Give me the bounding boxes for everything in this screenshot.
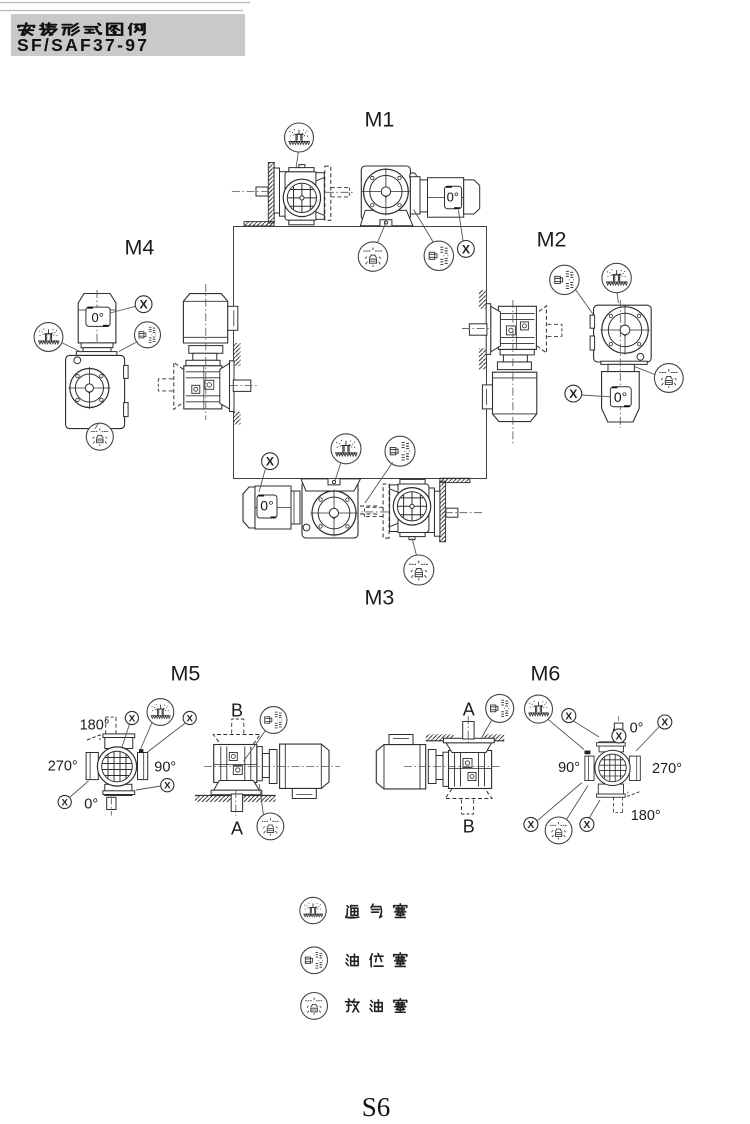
svg-text:X: X <box>661 718 668 729</box>
svg-text:270°: 270° <box>48 759 78 775</box>
svg-text:X: X <box>266 455 275 469</box>
svg-text:A: A <box>231 819 243 839</box>
svg-text:S6: S6 <box>362 1092 391 1119</box>
svg-text:0°: 0° <box>84 797 98 813</box>
svg-text:A: A <box>463 700 475 720</box>
svg-text:270°: 270° <box>652 761 682 777</box>
svg-text:X: X <box>61 797 68 808</box>
svg-text:0°: 0° <box>260 498 273 514</box>
svg-text:X: X <box>164 781 171 792</box>
svg-text:X: X <box>584 820 591 831</box>
svg-text:X: X <box>186 713 193 724</box>
svg-text:X: X <box>565 711 572 722</box>
svg-text:X: X <box>462 242 471 256</box>
svg-text:X: X <box>140 298 149 312</box>
svg-text:M5: M5 <box>171 662 201 686</box>
svg-text:M4: M4 <box>125 236 155 260</box>
svg-text:0°: 0° <box>630 721 644 737</box>
svg-text:B: B <box>463 817 475 837</box>
svg-text:90°: 90° <box>154 760 176 776</box>
svg-text:X: X <box>616 732 623 743</box>
svg-text:90°: 90° <box>558 760 580 776</box>
svg-text:0°: 0° <box>91 310 103 325</box>
svg-text:M1: M1 <box>365 108 395 132</box>
svg-text:X: X <box>528 820 535 831</box>
svg-text:X: X <box>569 387 578 401</box>
svg-text:X: X <box>129 713 136 724</box>
svg-text:M3: M3 <box>365 586 395 610</box>
svg-text:180°: 180° <box>80 718 110 734</box>
svg-text:0°: 0° <box>447 190 459 205</box>
svg-text:M2: M2 <box>537 228 567 252</box>
svg-text:M6: M6 <box>531 662 561 686</box>
svg-text:180°: 180° <box>631 808 661 824</box>
svg-text:B: B <box>231 701 243 721</box>
svg-text:SF/SAF37-97: SF/SAF37-97 <box>17 35 149 55</box>
svg-text:0°: 0° <box>614 389 627 405</box>
